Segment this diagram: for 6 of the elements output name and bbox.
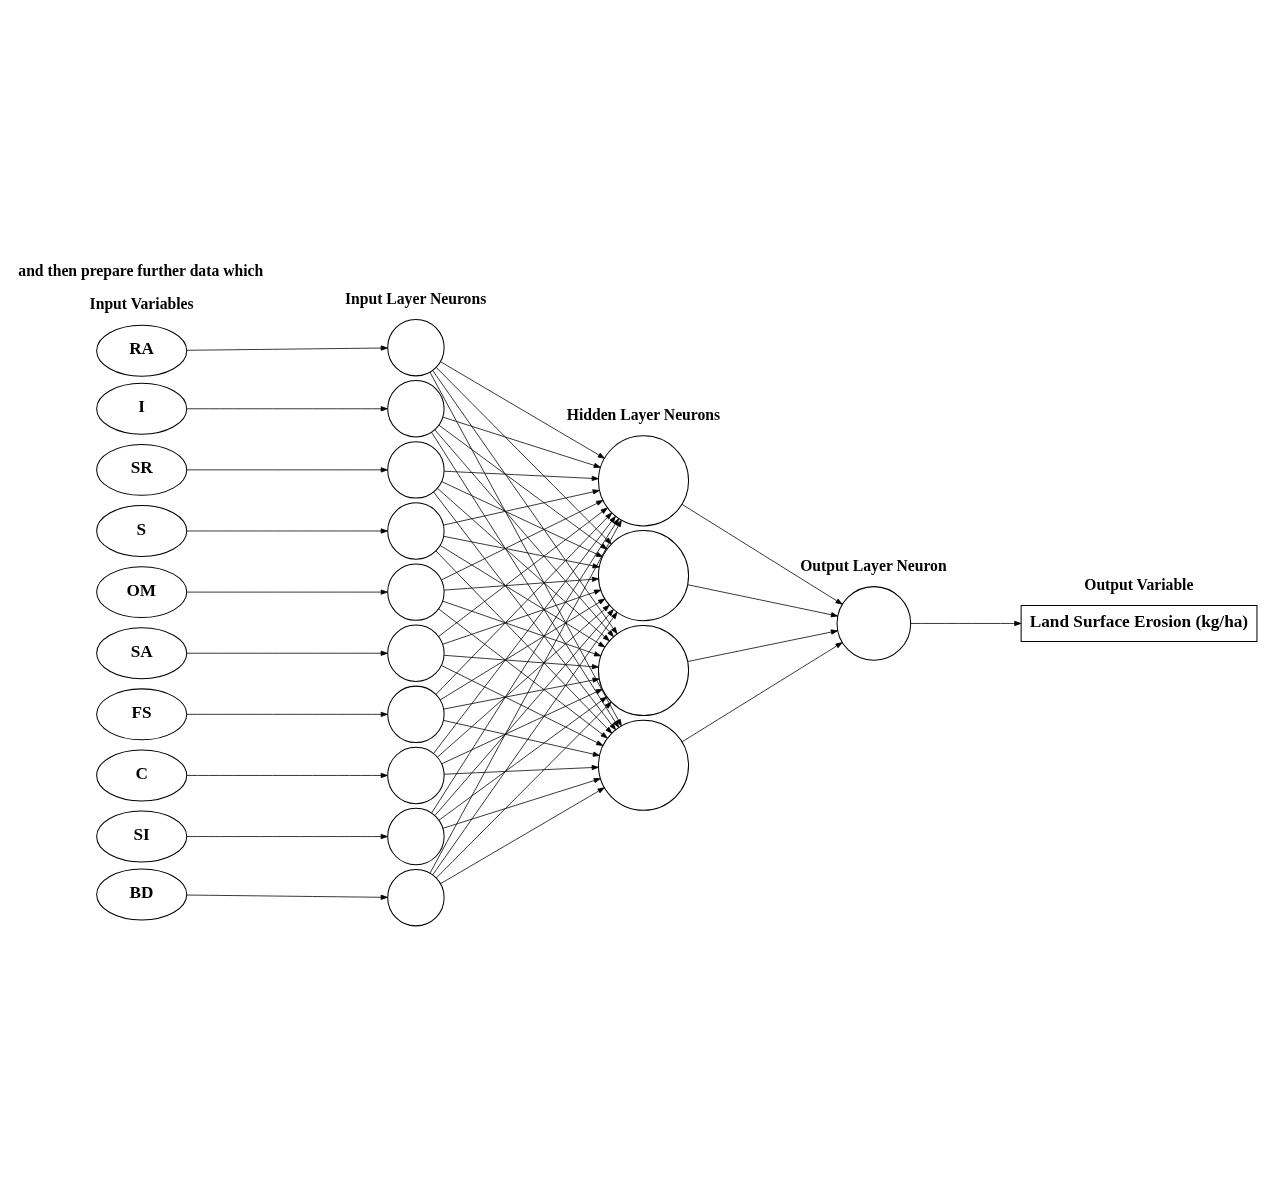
label: and then prepare further data which bbox=[18, 261, 264, 279]
label: Input Variables bbox=[89, 294, 194, 312]
label: Output Layer Neuron bbox=[800, 556, 947, 574]
label: Input Layer Neurons bbox=[345, 289, 487, 307]
label: Hidden Layer Neurons bbox=[566, 405, 721, 423]
label: Output Variable bbox=[1084, 575, 1194, 593]
